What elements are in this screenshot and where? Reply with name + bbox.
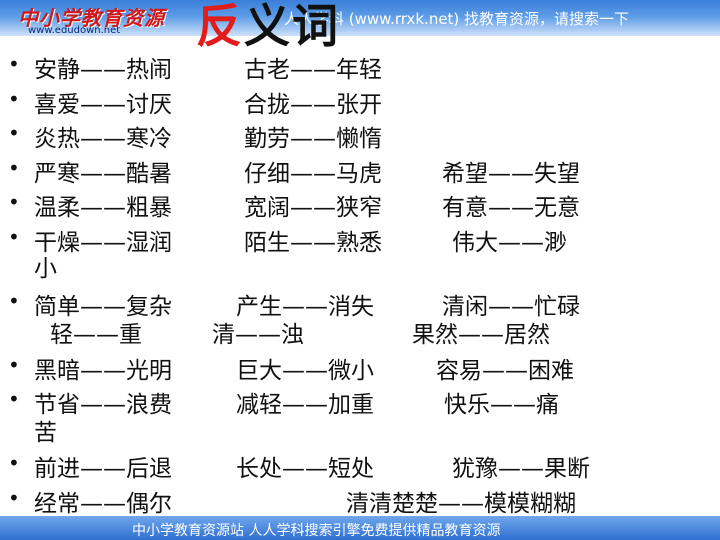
slide-title: 反义词 — [196, 0, 340, 56]
antonym-pair: 陌生——熟悉 — [244, 229, 382, 256]
antonym-pair: 伟大——渺 — [452, 229, 567, 256]
list-item: • 简单——复杂 产生——消失 清闲——忙碌 — [0, 287, 720, 321]
list-item: • 喜爱——讨厌 合拢——张开 — [0, 85, 720, 120]
list-item: • 黑暗——光明 巨大——微小 容易——困难 — [0, 351, 720, 386]
list-item: • 前进——后退 长处——短处 犹豫——果断 — [0, 449, 720, 484]
antonym-pair-continuation: 果然——居然 — [412, 321, 550, 348]
antonym-pair: 仔细——马虎 — [244, 160, 382, 187]
antonym-pair: 宽阔——狭窄 — [244, 195, 382, 221]
antonym-pair: 勤劳——懒惰 — [244, 126, 382, 152]
antonym-pair: 古老——年轻 — [244, 57, 382, 83]
list-item: • 节省——浪费 减轻——加重 快乐——痛 — [0, 385, 720, 419]
slide-title-highlight: 反 — [196, 0, 244, 53]
antonym-pair: 减轻——加重 — [236, 392, 374, 418]
bullet-icon: • — [8, 155, 20, 180]
list-item: • 安静——热闹 古老——年轻 — [0, 50, 720, 85]
list-item-continuation: 轻——重 清——浊 果然——居然 — [0, 321, 720, 351]
antonym-pair: 长处——短处 — [236, 456, 374, 482]
list-item-continuation: 小 — [0, 256, 720, 287]
antonym-pair: 希望——失望 — [442, 160, 580, 187]
bullet-icon: • — [8, 52, 20, 76]
bullet-icon: • — [8, 485, 20, 510]
bullet-icon: • — [8, 352, 20, 377]
antonym-list: • 安静——热闹 古老——年轻 • 喜爱——讨厌 合拢——张开 • 炎热——寒冷… — [0, 50, 720, 518]
list-item: • 温柔——粗暴 宽阔——狭窄 有意——无意 — [0, 188, 720, 223]
antonym-pair: 容易——困难 — [436, 357, 574, 384]
slide-title-rest: 义词 — [244, 0, 340, 53]
bullet-icon: • — [8, 190, 20, 214]
top-banner — [0, 0, 720, 36]
antonym-pair: 快乐——痛 — [444, 392, 559, 418]
bullet-icon: • — [8, 121, 20, 145]
list-item-continuation: 苦 — [0, 419, 720, 449]
footer-bar — [0, 516, 720, 540]
antonym-pair: 清闲——忙碌 — [442, 293, 580, 320]
site-logo-url[interactable]: www.edudown.net — [28, 25, 121, 36]
antonym-pair: 节省——浪费 — [34, 392, 172, 418]
antonym-pair-continuation: 小 — [34, 255, 57, 282]
antonym-pair: 安静——热闹 — [34, 57, 172, 83]
bullet-icon: • — [8, 86, 20, 111]
antonym-pair: 干燥——湿润 — [34, 229, 172, 256]
antonym-pair: 合拢——张开 — [244, 91, 382, 118]
antonym-pair: 简单——复杂 — [34, 293, 172, 320]
bullet-icon: • — [8, 387, 20, 411]
antonym-pair: 产生——消失 — [236, 293, 374, 320]
list-item: • 严寒——酷暑 仔细——马虎 希望——失望 — [0, 154, 720, 189]
list-item: • 干燥——湿润 陌生——熟悉 伟大——渺 — [0, 223, 720, 257]
antonym-pair: 炎热——寒冷 — [34, 126, 172, 152]
antonym-pair: 经常——偶尔 — [34, 490, 172, 517]
antonym-pair: 巨大——微小 — [236, 357, 374, 384]
list-item: • 经常——偶尔 清清楚楚——模模糊糊 — [0, 484, 720, 519]
antonym-pair: 严寒——酷暑 — [34, 160, 172, 187]
antonym-pair-continuation: 轻——重 — [50, 321, 142, 348]
list-item: • 炎热——寒冷 勤劳——懒惰 — [0, 119, 720, 154]
antonym-pair: 黑暗——光明 — [34, 357, 172, 384]
antonym-pair-continuation: 苦 — [34, 420, 57, 446]
antonym-pair: 喜爱——讨厌 — [34, 91, 172, 118]
antonym-pair: 有意——无意 — [442, 195, 580, 221]
footer-text[interactable]: 中小学教育资源站 人人学科搜索引擎免费提供精品教育资源 — [132, 523, 501, 539]
antonym-pair: 犹豫——果断 — [452, 456, 590, 482]
bullet-icon: • — [8, 224, 20, 249]
site-logo[interactable]: 中小学教育资源 — [18, 6, 165, 30]
antonym-pair-continuation: 清——浊 — [212, 321, 304, 348]
bullet-icon: • — [8, 288, 20, 313]
bullet-icon: • — [8, 451, 20, 475]
antonym-pair: 清清楚楚——模模糊糊 — [346, 490, 576, 517]
banner-ad-text: 人人学科 (www.rrxk.net) 找教育资源，请搜索一下 — [284, 10, 630, 28]
antonym-pair: 温柔——粗暴 — [34, 195, 172, 221]
antonym-pair: 前进——后退 — [34, 456, 172, 482]
